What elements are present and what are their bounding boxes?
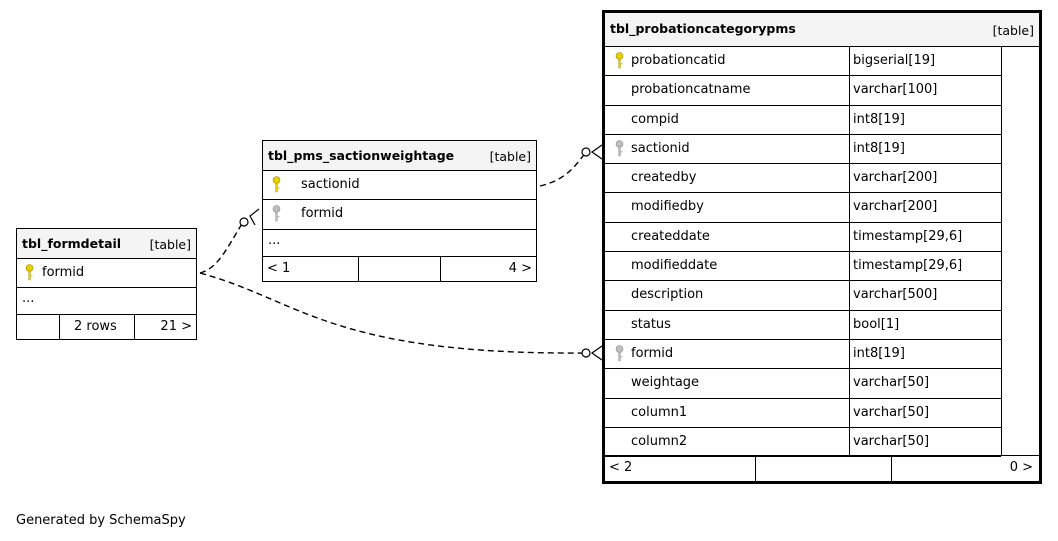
table-name: tbl_formdetail	[22, 236, 122, 251]
column-row[interactable]: sactionid	[263, 171, 536, 201]
crowfoot-marker	[590, 144, 603, 160]
column-type: bigserial[19]	[853, 53, 936, 68]
column-name: formid	[42, 265, 85, 280]
column-row[interactable]: probationcatid bigserial[19]	[605, 47, 1001, 77]
column-name: probationcatname	[631, 82, 751, 98]
table-header: tbl_formdetail [table]	[17, 229, 196, 259]
column-name: modifiedby	[631, 199, 704, 215]
link-saction-to-probation	[539, 151, 587, 187]
parents-count[interactable]: < 1	[267, 260, 291, 276]
column-row[interactable]: probationcatname varchar[100]	[605, 76, 1001, 106]
more-columns: ...	[17, 288, 196, 316]
column-row[interactable]: modifiedby varchar[200]	[605, 193, 1001, 223]
column-name: status	[631, 316, 671, 332]
children-count[interactable]: 21 >	[160, 319, 192, 335]
column-row[interactable]: sactionid int8[19]	[605, 134, 1001, 165]
column-type: int8[19]	[853, 345, 905, 361]
column-name: sactionid	[301, 177, 360, 192]
zero-marker	[581, 147, 591, 157]
column-type: timestamp[29,6]	[853, 258, 963, 274]
column-name: createddate	[631, 228, 710, 244]
table-probationcategorypms[interactable]: tbl_probationcategorypms [table] probati…	[602, 10, 1042, 484]
column-name: formid	[301, 206, 344, 222]
column-row[interactable]: formid int8[19]	[605, 339, 1001, 370]
table-header: tbl_pms_sactionweightage [table]	[263, 141, 536, 171]
column-row[interactable]: modifieddate timestamp[29,6]	[605, 252, 1001, 282]
parents-count[interactable]: < 2	[609, 460, 633, 475]
children-count[interactable]: 0 >	[1009, 460, 1033, 475]
column-type: varchar[500]	[853, 287, 938, 303]
column-name: column1	[631, 404, 688, 420]
column-name: probationcatid	[631, 53, 726, 68]
column-name: formid	[631, 345, 674, 361]
table-kind: [table]	[992, 23, 1034, 38]
column-name: compid	[631, 111, 679, 127]
column-row[interactable]: weightage varchar[50]	[605, 369, 1001, 399]
table-kind: [table]	[149, 237, 191, 252]
column-name: modifieddate	[631, 258, 718, 274]
crowfoot-marker	[249, 208, 260, 226]
table-formdetail[interactable]: tbl_formdetail [table] formid ... 2 rows…	[16, 228, 197, 341]
foreign-key-icon	[615, 140, 624, 157]
link-formdetail-to-saction	[199, 221, 244, 274]
column-name: weightage	[631, 375, 700, 391]
column-type: int8[19]	[853, 111, 905, 127]
column-name: sactionid	[631, 140, 690, 156]
column-row[interactable]: formid	[17, 259, 196, 289]
column-row[interactable]: compid int8[19]	[605, 105, 1001, 135]
column-name: createdby	[631, 170, 697, 186]
table-kind: [table]	[489, 149, 531, 164]
column-type: int8[19]	[853, 140, 905, 156]
column-type: varchar[50]	[853, 375, 930, 391]
more-columns: ...	[263, 230, 536, 257]
credit-text: Generated by SchemaSpy	[16, 513, 186, 528]
row-count: 2 rows	[74, 319, 117, 335]
table-name: tbl_probationcategorypms	[610, 21, 796, 36]
primary-key-icon	[272, 176, 281, 193]
table-name: tbl_pms_sactionweightage	[268, 148, 455, 163]
primary-key-icon	[615, 52, 624, 69]
table-footer: 2 rows 21 >	[17, 315, 196, 340]
column-row[interactable]: createdby varchar[200]	[605, 164, 1001, 194]
table-header: tbl_probationcategorypms [table]	[605, 13, 1039, 47]
children-count[interactable]: 4 >	[508, 260, 532, 276]
column-type: timestamp[29,6]	[853, 228, 963, 244]
column-name: description	[631, 287, 704, 303]
column-row[interactable]: createddate timestamp[29,6]	[605, 222, 1001, 253]
crowfoot-marker	[590, 345, 603, 361]
table-footer: < 1 4 >	[263, 256, 536, 281]
primary-key-icon	[25, 264, 34, 281]
column-type: varchar[200]	[853, 199, 938, 215]
foreign-key-icon	[615, 345, 624, 362]
table-footer: < 2 0 >	[605, 455, 1039, 481]
column-row[interactable]: formid	[263, 200, 536, 230]
column-type: bool[1]	[853, 316, 900, 332]
zero-marker	[239, 217, 249, 227]
column-name: column2	[631, 433, 688, 449]
column-type: varchar[100]	[853, 82, 938, 98]
column-type: varchar[50]	[853, 404, 930, 420]
column-row[interactable]: description varchar[500]	[605, 281, 1001, 311]
column-row[interactable]: column2 varchar[50]	[605, 427, 1001, 458]
link-formdetail-to-probation	[199, 272, 587, 354]
column-type: varchar[50]	[853, 433, 930, 449]
column-row[interactable]: column1 varchar[50]	[605, 398, 1001, 428]
column-row[interactable]: status bool[1]	[605, 310, 1001, 340]
zero-marker	[581, 348, 591, 358]
column-type: varchar[200]	[853, 170, 938, 186]
foreign-key-icon	[272, 205, 281, 222]
table-pms-sactionweightage[interactable]: tbl_pms_sactionweightage [table] saction…	[262, 140, 537, 282]
